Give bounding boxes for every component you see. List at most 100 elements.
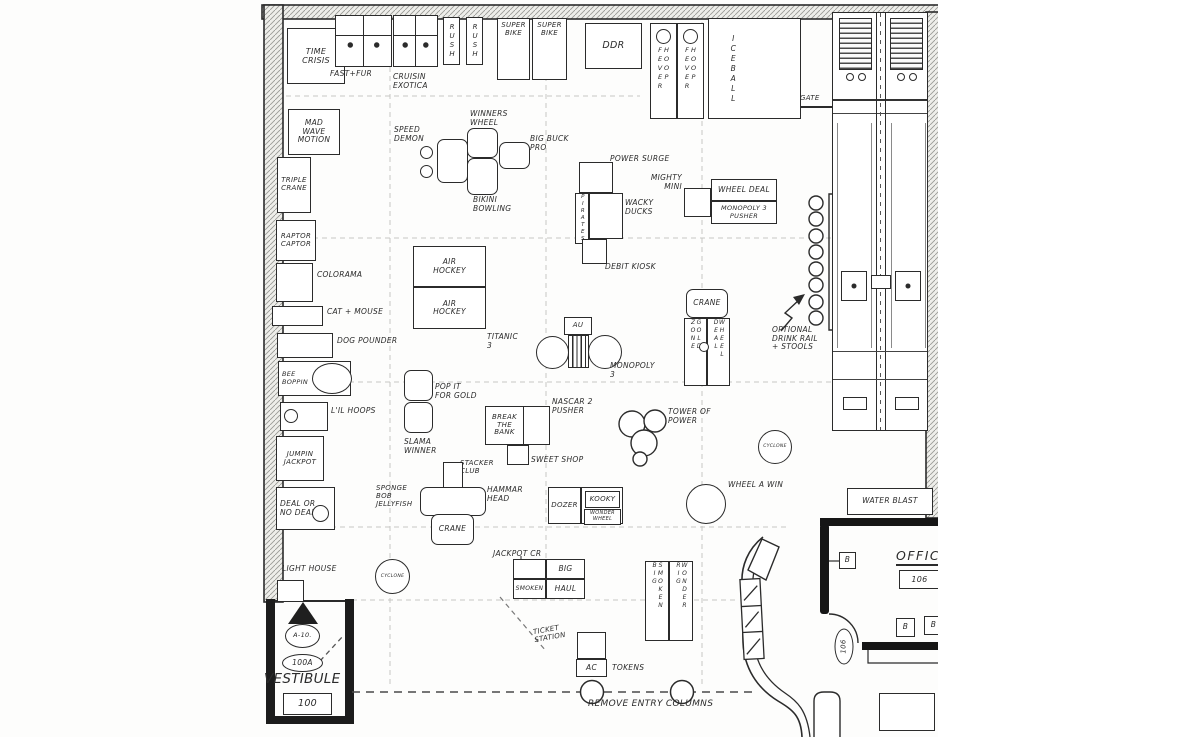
game-hammar-head	[420, 487, 486, 516]
game-kooky: KOOKY	[585, 491, 620, 508]
lil-hoops-rim	[284, 409, 298, 423]
ball-return-unit	[871, 275, 891, 289]
office-counter-box	[879, 693, 935, 731]
label-hoop-fever-1: HOOP FEVER	[656, 46, 671, 91]
pin-deck-light-4	[909, 73, 917, 81]
game-jumpin-jackpot-label: JUMPIN JACKPOT	[283, 449, 317, 466]
label-fast-fur: FAST+FUR	[330, 69, 373, 78]
game-cyclone-left: CYCLONE	[375, 559, 410, 594]
titanic-pusher-bed	[568, 335, 589, 368]
vestibule-number-box: 100	[283, 693, 332, 715]
game-wheel-deal-vertical: WHEEL DEAL	[707, 318, 730, 386]
label-light-house: LIGHT HOUSE	[282, 564, 337, 573]
game-big: BIG	[546, 559, 585, 579]
label-colorama: COLORAMA	[317, 270, 363, 279]
label-bikini-bowling: BIKINI BOWLING	[473, 195, 512, 213]
keynote-a10-label: A-10.	[293, 631, 312, 640]
game-raptor-captor: RAPTOR CAPTOR	[276, 220, 316, 261]
game-rush-2: RUSH	[466, 17, 483, 65]
gutter-line	[871, 123, 872, 348]
office-walls	[820, 518, 938, 664]
sweet-shop-unit	[507, 445, 529, 465]
game-smoken-big: SMOKEN BIG	[645, 561, 669, 641]
label-wheel-a-win: WHEEL A WIN	[728, 480, 784, 489]
tag-b-2: B	[896, 618, 915, 637]
game-time-crisis-label: TIME CRISIS	[302, 46, 330, 65]
pin-deck-light-2	[858, 73, 866, 81]
game-fast-fur-cabs	[335, 15, 392, 67]
game-kooky-label: KOOKY	[589, 494, 616, 503]
game-bee-boppin-label: BEE BOPPIN	[282, 370, 308, 386]
label-wacky-ducks: WACKY DUCKS	[625, 198, 654, 216]
pinsetter-machine-1	[839, 18, 872, 70]
label-vestibule: VESTIBULE	[264, 671, 341, 687]
game-colorama	[276, 263, 313, 302]
label-dog-pounder: DOG POUNDER	[337, 336, 398, 345]
label-jackpot-cr: JACKPOT CR	[493, 549, 542, 558]
ac-unit: AC	[576, 659, 607, 677]
game-ddr-label: DDR	[602, 39, 625, 51]
lane-table-2	[895, 397, 919, 410]
pop-it-cab-2	[404, 402, 433, 433]
game-triple-crane: TRIPLE CRANE	[277, 157, 311, 213]
label-big-buck-pro: BIG BUCK PRO	[530, 134, 569, 152]
game-air-hockey-1: AIR HOCKEY	[413, 246, 486, 287]
label-tower-of-power: TOWER OF POWER	[668, 407, 711, 425]
label-slama-winner: SLAMA WINNER	[404, 437, 437, 455]
keynote-triangle	[288, 602, 318, 624]
lane-console-1	[841, 271, 867, 301]
approach-line-1	[833, 351, 927, 353]
game-wonder-wheel-label: WONDER WHEEL	[590, 510, 615, 522]
label-hammar-head: HAMMAR HEAD	[487, 485, 523, 503]
entry-pilaster	[813, 691, 841, 737]
label-stacker-club: STACKER CLUB	[460, 459, 494, 476]
label-sweet-shop: SWEET SHOP	[531, 455, 584, 464]
lane-table-1	[843, 397, 867, 410]
approach-line-2	[833, 379, 927, 381]
ac-unit-label: AC	[586, 662, 597, 672]
game-crane-lower: CRANE	[431, 514, 474, 545]
office-number-box-label: 106	[911, 574, 928, 584]
tag-b-2-label: B	[902, 622, 909, 632]
label-optional-drink-rail: OPTIONAL DRINK RAIL + STOOLS	[772, 325, 818, 352]
gutter-line	[837, 123, 838, 348]
game-raptor-captor-label: RAPTOR CAPTOR	[280, 231, 312, 248]
game-wheel-deal: WHEEL DEAL	[711, 179, 777, 201]
office-door-tag-label: 106	[839, 639, 848, 654]
tower-of-power-cluster	[618, 409, 667, 467]
office-door-tag: 106	[834, 628, 854, 665]
drink-rail-arrow	[780, 294, 805, 332]
gutter-line	[891, 123, 892, 348]
game-wheel-deal-label: WHEEL DEAL	[718, 184, 770, 194]
game-super-bike-2: SUPER BIKE	[532, 18, 567, 80]
game-air-hockey-2: AIR HOCKEY	[413, 287, 486, 329]
hoop-fever-rim-2	[683, 29, 698, 44]
game-gold-zone: GOLD ZONE	[684, 318, 707, 386]
label-office: OFFICE	[896, 548, 956, 566]
game-wheel-a-win	[686, 484, 726, 524]
label-lil-hoops: L'IL HOOPS	[331, 406, 376, 415]
game-super-bike-1-label: SUPER BIKE	[501, 21, 526, 37]
speed-demon-seat-2	[420, 165, 433, 178]
game-water-blast: WATER BLAST	[847, 488, 933, 515]
game-dozer-label: DOZER	[551, 500, 578, 509]
entry-glazing-band	[739, 577, 765, 661]
pinsetter-machine-2	[890, 18, 923, 70]
game-super-bike-1: SUPER BIKE	[497, 18, 530, 80]
game-triple-crane-label: TRIPLE CRANE	[281, 176, 307, 192]
break-the-bank-right	[523, 406, 550, 445]
entry-line	[352, 596, 757, 705]
label-power-surge: POWER SURGE	[610, 154, 670, 163]
game-crane-upper-label: CRANE	[693, 298, 721, 308]
label-nascar-2-pusher: NASCAR 2 PUSHER	[552, 397, 593, 415]
speed-demon-seat-1	[420, 146, 433, 159]
titanic-seat-right	[588, 335, 622, 369]
game-dozer: DOZER	[548, 487, 581, 524]
bee-boppin-seat	[312, 363, 352, 394]
label-titanic-3: TITANIC 3	[487, 332, 518, 350]
label-hoop-fever-2: HOOP FEVER	[683, 46, 698, 91]
pop-it-cab-1	[404, 370, 433, 401]
game-super-bike-2-label: SUPER BIKE	[537, 21, 562, 37]
entry-column-1	[579, 679, 605, 705]
